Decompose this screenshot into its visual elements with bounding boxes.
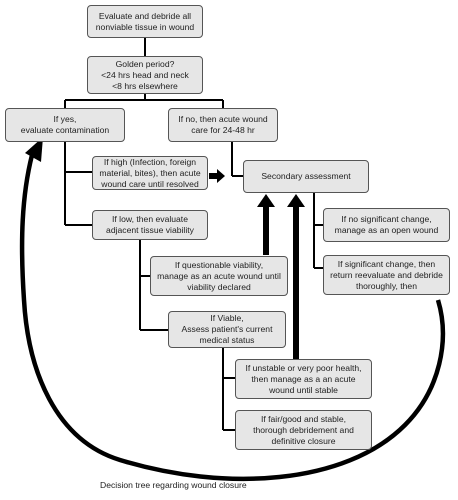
text-fair-good-stable: If fair/good and stable, thorough debrid… [253,413,354,446]
box-if-low: If low, then evaluate adjacent tissue vi… [92,210,208,240]
text-golden-period: Golden period? <24 hrs head and neck <8 … [101,58,189,91]
box-no-significant-change: If no significant change, manage as an o… [323,208,450,242]
box-if-unstable: If unstable or very poor health, then ma… [235,359,372,399]
text-if-high: If high (Infection, foreign material, bi… [99,156,201,189]
box-golden-period: Golden period? <24 hrs head and neck <8 … [87,56,203,94]
arrow-high-to-secondary [209,169,225,183]
box-significant-change: If significant change, then return reeva… [323,255,450,295]
box-if-viable: If Viable, Assess patient's current medi… [168,311,286,348]
text-no-significant-change: If no significant change, manage as an o… [334,214,439,235]
text-evaluate-debride: Evaluate and debride all nonviable tissu… [95,10,195,32]
text-if-no: If no, then acute wound care for 24-48 h… [178,114,268,135]
return-loop-curve [19,154,446,482]
text-significant-change: If significant change, then return reeva… [330,258,443,291]
box-secondary-assessment: Secondary assessment [243,160,369,193]
box-if-high: If high (Infection, foreign material, bi… [92,156,208,190]
arrow-unstable-to-secondary [287,194,305,360]
box-questionable-viability: If questionable viability, manage as an … [150,256,288,296]
box-if-yes: If yes, evaluate contamination [5,108,125,142]
return-loop-arrowhead [25,137,43,162]
text-if-viable: If Viable, Assess patient's current medi… [181,313,273,345]
text-if-unstable: If unstable or very poor health, then ma… [245,362,362,395]
text-secondary-assessment: Secondary assessment [261,171,351,181]
text-if-yes: If yes, evaluate contamination [20,114,110,135]
box-fair-good-stable: If fair/good and stable, thorough debrid… [235,410,372,450]
box-evaluate-debride: Evaluate and debride all nonviable tissu… [87,5,203,38]
box-if-no: If no, then acute wound care for 24-48 h… [168,108,278,142]
text-if-low: If low, then evaluate adjacent tissue vi… [106,214,194,235]
text-questionable-viability: If questionable viability, manage as an … [157,259,281,292]
arrow-questionable-to-secondary [257,194,275,255]
figure-caption: Decision tree regarding wound closure [100,480,247,490]
